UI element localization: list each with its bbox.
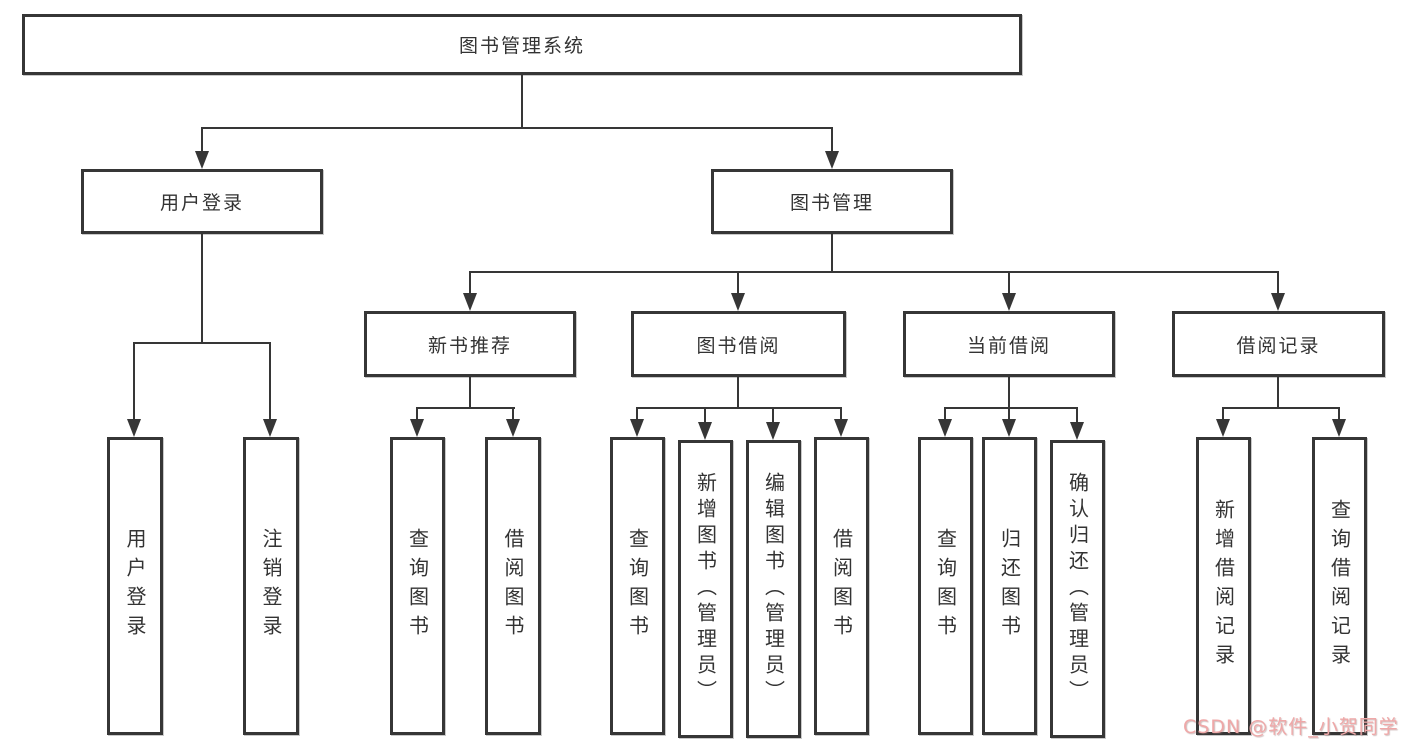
connector-line [1008,377,1010,408]
connector-line [1008,407,1010,421]
leaf-logout-label: 注销登录 [259,528,283,644]
leaf-borrow-books-recommend-label: 借阅图书 [501,528,525,644]
connector-line [133,342,271,344]
down-arrowhead-icon [463,293,477,311]
connector-line [1222,407,1224,421]
leaf-edit-books-admin-label: 编辑图书（管理员） [761,472,786,706]
down-arrowhead-icon [698,422,712,440]
leaf-borrow-books: 借阅图书 [814,437,869,735]
leaf-query-borrow-record-label: 查询借阅记录 [1327,499,1352,673]
down-arrowhead-icon [263,419,277,437]
leaf-borrow-books-label: 借阅图书 [829,528,854,644]
connector-line [201,234,203,343]
node-borrowing-records-label: 借阅记录 [1236,334,1321,357]
leaf-add-borrow-record: 新增借阅记录 [1196,437,1251,735]
down-arrowhead-icon [1002,293,1016,311]
down-arrowhead-icon [766,422,780,440]
leaf-confirm-return-admin: 确认归还（管理员） [1050,440,1105,738]
down-arrowhead-icon [825,151,839,169]
down-arrowhead-icon [410,419,424,437]
csdn-watermark: CSDN @软件_小贺同学 [1183,716,1399,738]
leaf-add-books-admin-label: 新增图书（管理员） [693,472,718,706]
down-arrowhead-icon [1002,419,1016,437]
connector-line [737,271,739,295]
connector-line [1076,407,1078,424]
connector-line [1277,377,1279,408]
leaf-logout: 注销登录 [243,437,299,735]
leaf-query-books-current-label: 查询图书 [933,528,958,644]
connector-line [944,407,1078,409]
down-arrowhead-icon [1070,422,1084,440]
connector-line [521,75,523,128]
down-arrowhead-icon [731,293,745,311]
node-root: 图书管理系统 [22,14,1022,75]
node-new-book-recommendation-label: 新书推荐 [427,334,512,357]
down-arrowhead-icon [506,419,520,437]
leaf-query-books-recommend-label: 查询图书 [405,528,430,644]
connector-line [1338,407,1340,421]
connector-line [416,407,418,421]
leaf-return-books: 归还图书 [982,437,1037,735]
connector-line [469,271,1279,273]
down-arrowhead-icon [195,151,209,169]
connector-line [831,127,833,155]
connector-line [944,407,946,421]
leaf-borrow-books-recommend: 借阅图书 [485,437,541,735]
connector-line [201,127,203,155]
leaf-query-books-borrowing: 查询图书 [610,437,665,735]
leaf-query-books-recommend: 查询图书 [390,437,445,735]
leaf-add-books-admin: 新增图书（管理员） [678,440,733,738]
connector-line [133,342,135,421]
leaf-user-login-label: 用户登录 [123,528,147,644]
down-arrowhead-icon [1216,419,1230,437]
connector-line [416,407,515,409]
connector-line [636,407,638,421]
node-new-book-recommendation: 新书推荐 [364,311,576,377]
connector-line [704,407,706,424]
down-arrowhead-icon [1332,419,1346,437]
connector-line [831,234,833,272]
down-arrowhead-icon [834,419,848,437]
connector-line [636,407,842,409]
leaf-return-books-label: 归还图书 [997,528,1022,644]
connector-line [772,407,774,424]
node-current-borrowing: 当前借阅 [903,311,1115,377]
leaf-user-login: 用户登录 [107,437,163,735]
connector-line [269,342,271,421]
node-book-management: 图书管理 [711,169,953,234]
leaf-edit-books-admin: 编辑图书（管理员） [746,440,801,738]
leaf-add-borrow-record-label: 新增借阅记录 [1211,499,1236,673]
node-user-login-label: 用户登录 [159,192,244,214]
down-arrowhead-icon [1271,293,1285,311]
connector-line [512,407,514,421]
node-book-management-label: 图书管理 [789,192,874,214]
connector-line [840,407,842,421]
connector-line [201,127,833,129]
leaf-query-borrow-record: 查询借阅记录 [1312,437,1367,735]
down-arrowhead-icon [127,419,141,437]
node-book-borrowing-label: 图书借阅 [696,334,781,357]
node-root-label: 图书管理系统 [458,35,585,57]
connector-line [469,271,471,295]
connector-line [1008,271,1010,295]
connector-line [469,377,471,408]
node-current-borrowing-label: 当前借阅 [966,334,1051,357]
node-user-login: 用户登录 [81,169,323,234]
connector-line [1277,271,1279,295]
connector-line [737,377,739,408]
down-arrowhead-icon [630,419,644,437]
connector-line [1222,407,1340,409]
leaf-query-books-borrowing-label: 查询图书 [625,528,650,644]
down-arrowhead-icon [938,419,952,437]
node-borrowing-records: 借阅记录 [1172,311,1385,377]
leaf-confirm-return-admin-label: 确认归还（管理员） [1065,472,1090,706]
node-book-borrowing: 图书借阅 [631,311,846,377]
leaf-query-books-current: 查询图书 [918,437,973,735]
